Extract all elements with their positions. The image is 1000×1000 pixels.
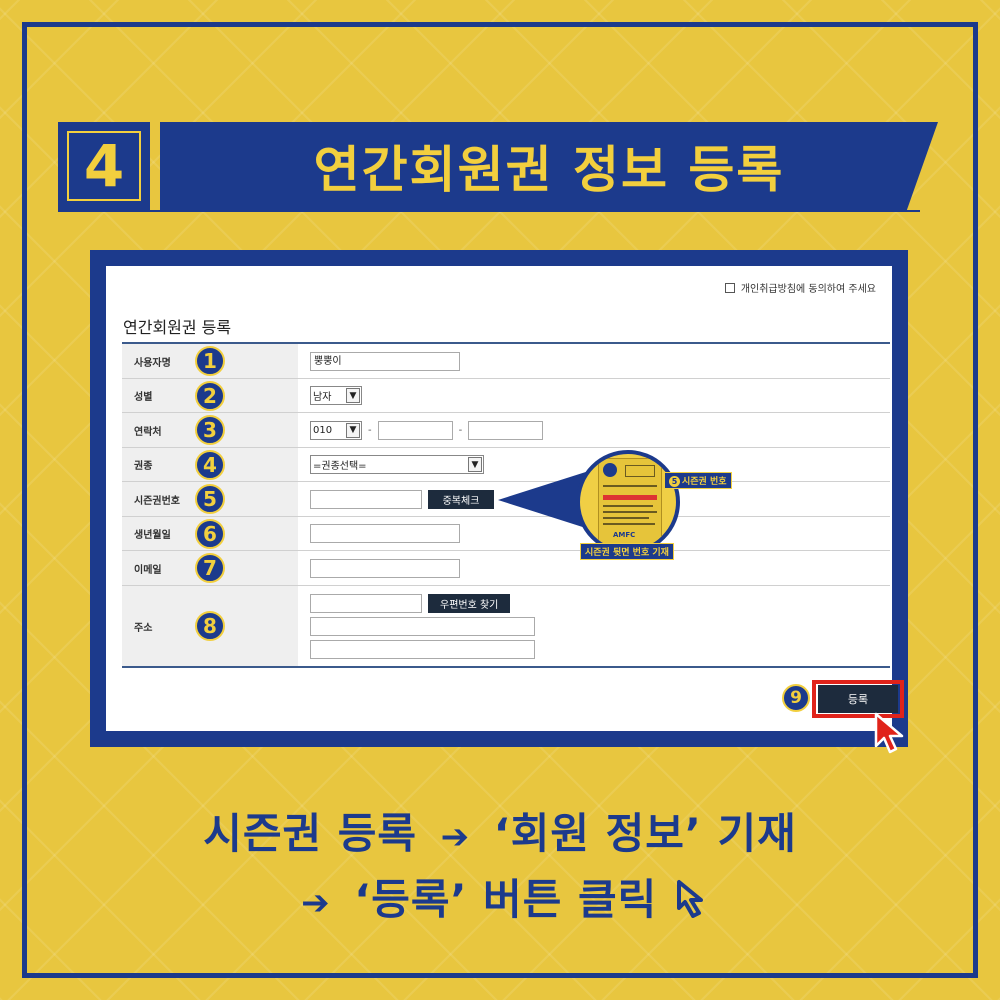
- phone-last-input[interactable]: [468, 420, 544, 440]
- tag-text: 시즌권 번호: [682, 477, 727, 487]
- caption-text: 시즌권 등록: [203, 809, 418, 858]
- season-ticket-card-icon: AMFC: [598, 458, 662, 550]
- chevron-down-icon: ▼: [468, 457, 482, 472]
- step-badge: 8: [195, 611, 225, 641]
- phone-separator: -: [368, 424, 372, 436]
- form-bottom-border: [122, 666, 890, 668]
- ticket-type-select[interactable]: =권종선택= ▼: [310, 455, 484, 474]
- arrow-right-icon: ➔: [440, 817, 471, 857]
- row-label: 주소: [134, 622, 153, 634]
- step-number-box: 4: [58, 122, 150, 210]
- phone-prefix-select[interactable]: 010 ▼: [310, 420, 362, 440]
- step-badge: 3: [195, 415, 225, 445]
- zipcode-input[interactable]: [310, 593, 422, 613]
- duplicate-check-button[interactable]: 중복체크: [428, 489, 494, 509]
- ticket-type-value: =권종선택=: [313, 461, 367, 472]
- step-badge: 1: [195, 346, 225, 376]
- gender-select-value: 남자: [313, 392, 332, 403]
- arrow-right-icon: ➔: [301, 883, 331, 923]
- form-screen: 개인취급방침에 동의하여 주세요 연간회원권 등록 사용자명 1 뿡뿡이 성별 …: [106, 266, 904, 754]
- form-title: 연간회원권 등록: [123, 318, 232, 337]
- chevron-down-icon: ▼: [346, 388, 360, 403]
- cursor-pointer-icon: [874, 712, 904, 754]
- table-row: 권종 4 =권종선택= ▼: [122, 448, 890, 482]
- phone-separator: -: [458, 424, 463, 436]
- caption-text: ‘회원 정보’ 기재: [493, 809, 797, 858]
- table-row: 연락처 3 010 ▼ - -: [122, 413, 890, 448]
- phone-prefix-value: 010: [313, 424, 333, 436]
- gender-select[interactable]: 남자 ▼: [310, 386, 362, 405]
- row-label: 연락처: [134, 426, 162, 438]
- step-badge: 5: [195, 484, 225, 514]
- page-title: 연간회원권 정보 등록: [313, 141, 785, 199]
- caption-text: ‘등록’ 버튼 클릭: [354, 875, 658, 924]
- caption-line-2: ➔ ‘등록’ 버튼 클릭: [0, 866, 1000, 927]
- consent-checkbox-row[interactable]: 개인취급방침에 동의하여 주세요: [724, 280, 876, 295]
- season-ticket-number-input[interactable]: [310, 489, 422, 509]
- step-badge: 6: [195, 518, 225, 549]
- consent-label: 개인취급방침에 동의하여 주세요: [740, 284, 876, 295]
- phone-middle-input[interactable]: [377, 420, 453, 440]
- table-row: 생년월일 6: [122, 517, 890, 551]
- season-ticket-zoom-lens: AMFC: [576, 450, 680, 554]
- card-brand: AMFC: [613, 531, 636, 539]
- email-input[interactable]: [310, 558, 460, 578]
- cursor-arrow-icon: [676, 880, 703, 918]
- table-row: 사용자명 1 뿡뿡이: [122, 344, 890, 379]
- address-line1-input[interactable]: [310, 616, 535, 636]
- title-banner: 연간회원권 정보 등록: [160, 122, 938, 210]
- screenshot-panel: 개인취급방침에 동의하여 주세요 연간회원권 등록 사용자명 1 뿡뿡이 성별 …: [90, 250, 908, 754]
- row-label: 생년월일: [134, 530, 171, 541]
- birthdate-input[interactable]: [310, 524, 460, 543]
- table-row: 이메일 7: [122, 551, 890, 586]
- step-badge: 4: [195, 449, 225, 480]
- table-row: 성별 2 남자 ▼: [122, 379, 890, 413]
- season-ticket-back-tag: 시즌권 뒷면 번호 기재: [580, 543, 674, 560]
- caption-line-1: 시즌권 등록 ➔ ‘회원 정보’ 기재: [0, 800, 1000, 861]
- registration-form: 사용자명 1 뿡뿡이 성별 2 남자 ▼ 연락처: [122, 342, 890, 666]
- register-highlight: 등록: [812, 680, 904, 718]
- step-badge: 7: [195, 553, 225, 583]
- title-underline: [58, 210, 920, 212]
- table-row: 시즌권번호 5 중복체크: [122, 482, 890, 517]
- table-row: 주소 8 우편번호 찾기: [122, 586, 890, 666]
- step-badge: 9: [782, 684, 810, 712]
- find-zipcode-button[interactable]: 우편번호 찾기: [428, 593, 511, 613]
- chevron-down-icon: ▼: [346, 422, 360, 438]
- row-label: 권종: [134, 461, 153, 472]
- row-label: 이메일: [134, 564, 162, 576]
- register-button[interactable]: 등록: [818, 685, 898, 713]
- consent-checkbox[interactable]: [724, 282, 735, 293]
- outer-frame: [22, 22, 978, 978]
- tag-badge: 5: [669, 476, 680, 487]
- address-line2-input[interactable]: [310, 639, 535, 659]
- step-number: 4: [83, 132, 125, 200]
- username-input[interactable]: 뿡뿡이: [310, 351, 460, 371]
- step-badge: 2: [195, 380, 225, 411]
- row-label: 성별: [134, 392, 153, 403]
- row-label: 사용자명: [134, 357, 171, 369]
- row-label: 시즌권번호: [134, 495, 180, 507]
